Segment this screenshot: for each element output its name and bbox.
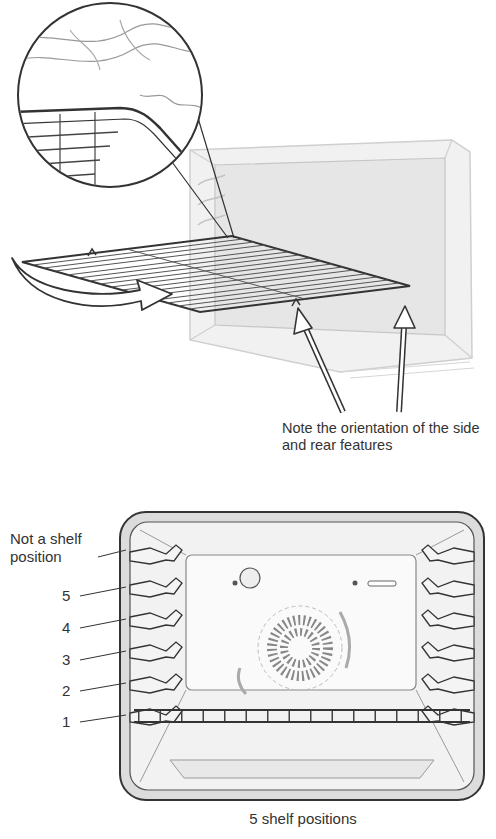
callout-label: Not a shelf position (10, 530, 105, 566)
motion-arrow (12, 258, 172, 310)
oven-front (120, 512, 484, 800)
callout-number: 1 (62, 713, 78, 731)
shelf-runners (130, 545, 474, 725)
callout-number: 2 (62, 682, 78, 700)
front-shelf (134, 710, 470, 722)
pointer-arrows (294, 306, 415, 412)
callout-number: 3 (62, 651, 78, 669)
callout-number: 4 (62, 619, 78, 637)
figure-caption: 5 shelf positions (180, 810, 426, 828)
magnifier-detail (10, 3, 234, 238)
note-text: Note the orientation of the side and rea… (282, 420, 487, 455)
callout-number: 5 (62, 587, 78, 605)
leader-lines (80, 550, 126, 722)
